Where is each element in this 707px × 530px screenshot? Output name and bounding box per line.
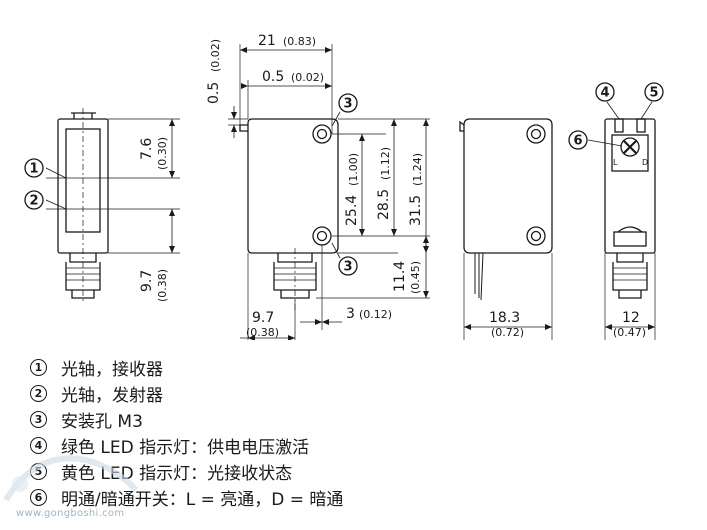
dimension-arrows (169, 47, 655, 340)
callout-5: 5 (644, 82, 664, 102)
legend-number: 3 (30, 410, 47, 428)
callout-3-bottom: 3 (338, 256, 358, 276)
legend-number: 2 (30, 384, 47, 402)
watermark-logo-icon (3, 455, 139, 502)
callout-1: 1 (24, 158, 44, 178)
dim-depth: 18.3 (489, 310, 520, 326)
legend-item: 1 光轴，接收器 (30, 354, 690, 380)
callout-3-top: 3 (338, 93, 358, 113)
dim-vert-offset-sub: (0.02) (209, 39, 222, 72)
dim-width-top-sub: (0.83) (283, 35, 316, 48)
callout-2: 2 (24, 190, 44, 210)
callout-leaders (45, 111, 341, 259)
side-view (228, 44, 430, 340)
dim-front-lower-sub: (0.38) (156, 269, 169, 302)
end-view (587, 101, 656, 340)
dim-front-lower: 9.7 (139, 270, 155, 292)
svg-text:6: 6 (573, 134, 582, 149)
dim-bottom-hole: 3 (346, 306, 355, 322)
legend-text: 光轴，发射器 (61, 385, 163, 406)
rear-view (459, 118, 553, 340)
legend-number: 6 (30, 488, 47, 506)
dim-hole-bottom: 11.4 (392, 261, 408, 292)
dim-bottom-left: 9.7 (252, 310, 274, 326)
legend-item: 2 光轴，发射器 (30, 380, 690, 406)
dim-hole-bottom-sub: (0.45) (409, 261, 422, 294)
dim-bottom-hole-sub: (0.12) (359, 308, 392, 321)
legend-text: 绿色 LED 指示灯：供电电压激活 (61, 437, 310, 458)
legend-item: 3 安装孔 M3 (30, 406, 690, 432)
dim-height-total: 31.5 (408, 195, 424, 226)
legend-number: 1 (30, 358, 47, 376)
legend-text: 明通/暗通开关：L = 亮通，D = 暗通 (61, 489, 344, 510)
legend-item: 6 明通/暗通开关：L = 亮通，D = 暗通 (30, 484, 690, 510)
dim-front-upper: 7.6 (139, 138, 155, 160)
svg-text:4: 4 (600, 86, 609, 101)
dim-vert-offset: 0.5 (206, 82, 222, 104)
dim-hole-pitch: 25.4 (344, 195, 360, 226)
svg-text:2: 2 (29, 194, 38, 209)
svg-text:3: 3 (343, 97, 352, 112)
dim-back-width-sub: (0.47) (613, 326, 646, 339)
dim-hole-pitch-sub: (1.00) (347, 153, 360, 186)
dim-height-mid-sub: (1.12) (379, 147, 392, 180)
svg-text:3: 3 (343, 260, 352, 275)
switch-x-icon (623, 140, 637, 154)
dim-front-upper-sub: (0.30) (156, 137, 169, 170)
dim-width-top: 21 (258, 33, 276, 49)
legend-number: 4 (30, 436, 47, 454)
legend-text: 光轴，接收器 (61, 359, 163, 380)
svg-text:1: 1 (29, 162, 38, 177)
legend-text: 安装孔 M3 (61, 411, 143, 432)
switch-label-l: L (613, 158, 618, 167)
dim-offset-top-sub: (0.02) (291, 71, 324, 84)
dim-back-width: 12 (622, 310, 640, 326)
callout-markers: 1 2 3 3 4 5 6 (24, 82, 664, 276)
callout-6: 6 (568, 130, 588, 150)
dim-offset-top: 0.5 (262, 69, 284, 85)
svg-text:5: 5 (649, 86, 658, 101)
legend-item: 4 绿色 LED 指示灯：供电电压激活 (30, 432, 690, 458)
dim-height-total-sub: (1.24) (411, 153, 424, 186)
dim-height-mid: 28.5 (376, 189, 392, 220)
dim-bottom-left-sub: (0.38) (246, 326, 279, 339)
dimension-labels: 21 (0.83) 0.5 (0.02) 0.5 (0.02) 7.6 (0.3… (139, 33, 646, 339)
watermark-url: www.gongboshi.com (16, 508, 125, 519)
callout-4: 4 (595, 82, 615, 102)
switch-label-d: D (642, 158, 648, 167)
dimension-drawing: L D 1 2 3 3 (24, 33, 664, 340)
dim-depth-sub: (0.72) (491, 326, 524, 339)
front-view (46, 108, 180, 302)
